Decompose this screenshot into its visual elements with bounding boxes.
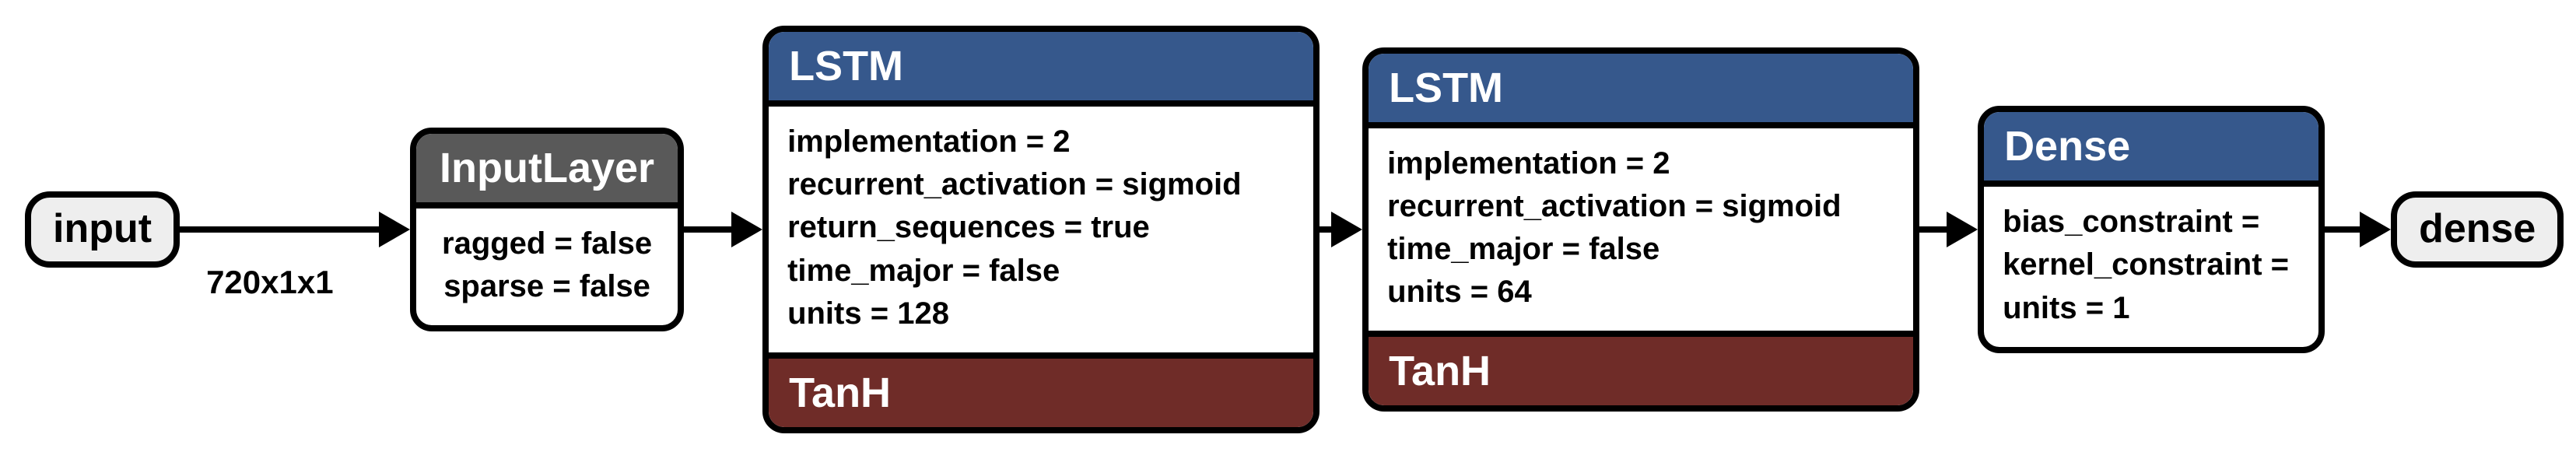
edge-line <box>1919 226 1952 233</box>
layer-lstm-1-activation: TanH <box>769 352 1314 428</box>
param-line: time_major = false <box>1387 232 1660 266</box>
layer-lstm-2-activation: TanH <box>1369 331 1914 406</box>
input-node: input <box>25 191 180 268</box>
param-line: kernel_constraint = <box>2003 247 2289 282</box>
dense-node: dense <box>2391 191 2564 268</box>
edge-line <box>180 226 384 233</box>
edge-inputlayer-to-lstm1 <box>684 136 763 323</box>
param-line: recurrent_activation = sigmoid <box>1387 188 1842 223</box>
param-line: implementation = 2 <box>787 124 1071 159</box>
layer-dense: Dense bias_constraint = kernel_constrain… <box>1978 106 2325 353</box>
param-line: return_sequences = true <box>787 210 1150 245</box>
layer-lstm-1-title: LSTM <box>789 42 904 89</box>
param-line: units = 128 <box>787 296 949 331</box>
edge-line <box>2325 226 2365 233</box>
layer-dense-header: Dense <box>1984 112 2319 187</box>
layer-lstm-1-header: LSTM <box>769 31 1314 107</box>
edge-dense-to-output <box>2325 136 2392 323</box>
layer-lstm-1-params: implementation = 2 recurrent_activation … <box>769 107 1313 352</box>
param-line: bias_constraint = <box>2003 205 2260 240</box>
edge-line <box>1320 226 1337 233</box>
edge-lstm1-to-lstm2 <box>1320 136 1363 323</box>
arrowhead-icon <box>379 212 411 247</box>
layer-lstm-2-params: implementation = 2 recurrent_activation … <box>1369 128 1913 331</box>
param-line: ragged = false <box>442 226 653 261</box>
param-line: sparse = false <box>443 269 650 304</box>
layer-lstm-1: LSTM implementation = 2 recurrent_activa… <box>762 25 1320 434</box>
input-node-label: input <box>53 206 152 252</box>
arrowhead-icon <box>1331 212 1363 247</box>
arrowhead-icon <box>2360 212 2392 247</box>
layer-lstm-2-header: LSTM <box>1369 53 1914 128</box>
layer-dense-params: bias_constraint = kernel_constraint = un… <box>1984 187 2318 347</box>
arrowhead-icon <box>1947 212 1978 247</box>
activation-label: TanH <box>1389 348 1491 395</box>
layer-inputlayer-title: InputLayer <box>440 144 655 191</box>
layer-inputlayer: InputLayer ragged = false sparse = false <box>410 127 685 332</box>
edge-shape-label: 720x1x1 <box>206 264 334 300</box>
activation-label: TanH <box>789 369 892 416</box>
arrowhead-icon <box>731 212 763 247</box>
param-line: implementation = 2 <box>1387 145 1670 180</box>
param-line: recurrent_activation = sigmoid <box>787 167 1242 202</box>
layer-inputlayer-header: InputLayer <box>416 133 678 208</box>
layer-inputlayer-params: ragged = false sparse = false <box>416 208 678 325</box>
param-line: time_major = false <box>787 253 1060 288</box>
edge-input-to-inputlayer: 720x1x1 <box>180 136 411 323</box>
layer-lstm-2-title: LSTM <box>1389 64 1504 111</box>
param-line: units = 64 <box>1387 275 1532 310</box>
edge-lstm2-to-dense <box>1919 136 1978 323</box>
layer-dense-title: Dense <box>2004 123 2131 170</box>
edge-line <box>684 226 737 233</box>
dense-node-label: dense <box>2419 206 2536 252</box>
param-line: units = 1 <box>2003 290 2130 325</box>
layer-lstm-2: LSTM implementation = 2 recurrent_activa… <box>1362 47 1920 412</box>
